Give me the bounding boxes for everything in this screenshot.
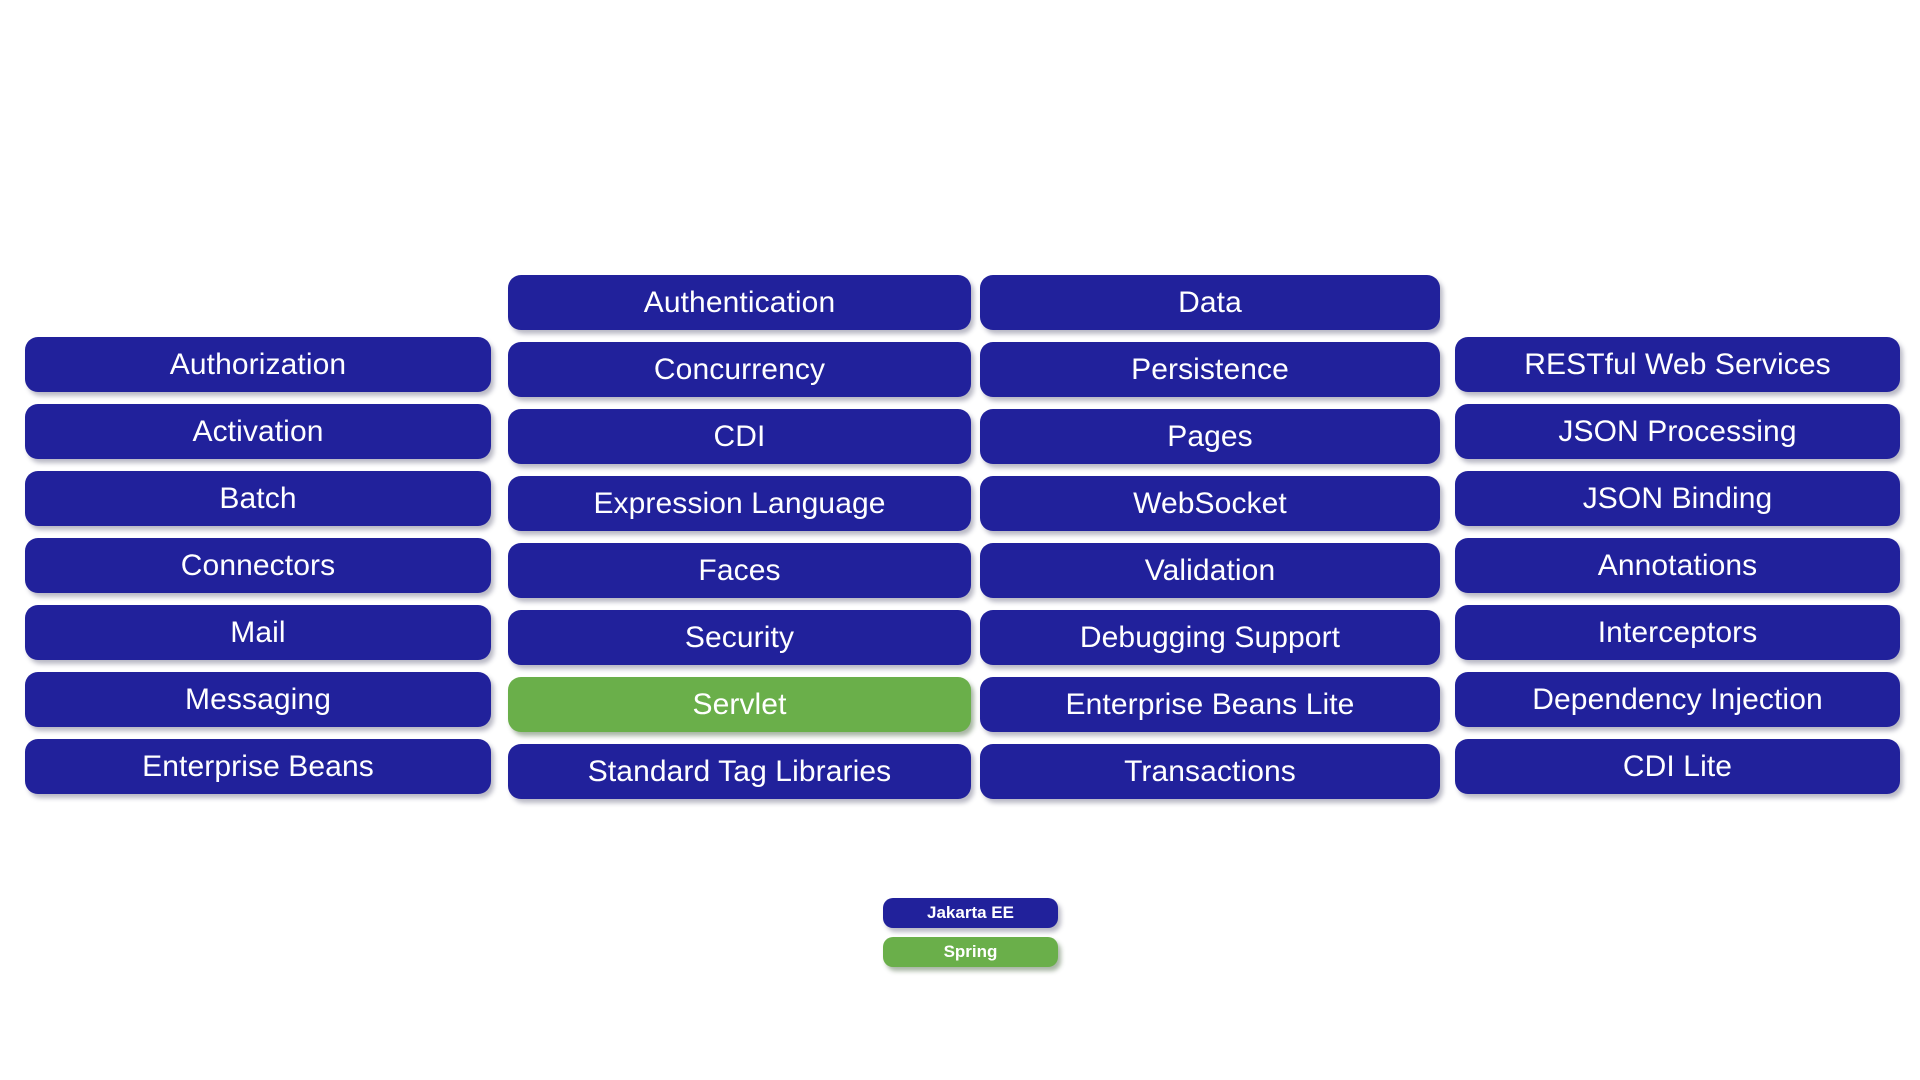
pill-pages[interactable]: Pages — [980, 409, 1440, 464]
pill-connectors[interactable]: Connectors — [25, 538, 491, 593]
pill-concurrency[interactable]: Concurrency — [508, 342, 971, 397]
pill-expression-language[interactable]: Expression Language — [508, 476, 971, 531]
pill-activation[interactable]: Activation — [25, 404, 491, 459]
pill-restful-web-services[interactable]: RESTful Web Services — [1455, 337, 1900, 392]
pill-mail[interactable]: Mail — [25, 605, 491, 660]
pill-json-binding[interactable]: JSON Binding — [1455, 471, 1900, 526]
legend: Jakarta EE Spring — [883, 898, 1058, 967]
legend-item-spring: Spring — [883, 937, 1058, 967]
pill-messaging[interactable]: Messaging — [25, 672, 491, 727]
pill-enterprise-beans-lite[interactable]: Enterprise Beans Lite — [980, 677, 1440, 732]
pill-persistence[interactable]: Persistence — [980, 342, 1440, 397]
pill-cdi-lite[interactable]: CDI Lite — [1455, 739, 1900, 794]
pill-annotations[interactable]: Annotations — [1455, 538, 1900, 593]
pill-dependency-injection[interactable]: Dependency Injection — [1455, 672, 1900, 727]
pill-websocket[interactable]: WebSocket — [980, 476, 1440, 531]
pill-batch[interactable]: Batch — [25, 471, 491, 526]
pill-enterprise-beans[interactable]: Enterprise Beans — [25, 739, 491, 794]
pill-interceptors[interactable]: Interceptors — [1455, 605, 1900, 660]
legend-item-jakarta-ee: Jakarta EE — [883, 898, 1058, 928]
pill-json-processing[interactable]: JSON Processing — [1455, 404, 1900, 459]
pill-servlet[interactable]: Servlet — [508, 677, 971, 732]
pill-data[interactable]: Data — [980, 275, 1440, 330]
pill-security[interactable]: Security — [508, 610, 971, 665]
pill-faces[interactable]: Faces — [508, 543, 971, 598]
pill-validation[interactable]: Validation — [980, 543, 1440, 598]
pill-transactions[interactable]: Transactions — [980, 744, 1440, 799]
pill-standard-tag-libraries[interactable]: Standard Tag Libraries — [508, 744, 971, 799]
pill-authentication[interactable]: Authentication — [508, 275, 971, 330]
pill-cdi[interactable]: CDI — [508, 409, 971, 464]
pill-debugging-support[interactable]: Debugging Support — [980, 610, 1440, 665]
pill-authorization[interactable]: Authorization — [25, 337, 491, 392]
